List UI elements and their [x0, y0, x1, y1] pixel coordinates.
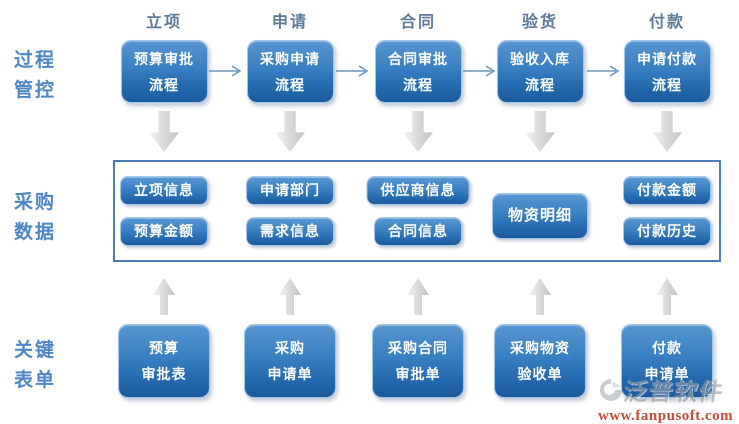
- column-goods-inspection: 验货 验收入库 流程 物资明细 采购物资 验收单: [484, 0, 596, 424]
- data-chip: 需求信息: [246, 217, 334, 246]
- row-label-process-control: 过程 管控: [14, 46, 78, 106]
- data-band-border: [113, 160, 721, 262]
- flow-arrow-icon: [587, 65, 620, 77]
- down-arrow-icon: [275, 111, 305, 152]
- data-chip: 付款金额: [623, 176, 711, 205]
- up-arrow-icon: [407, 278, 429, 315]
- column-project-initiation: 立项 预算审批 流程 立项信息 预算金额 预算 审批表: [108, 0, 220, 424]
- column-contract: 合同 合同审批 流程 供应商信息 合同信息 采购合同 审批单: [362, 0, 474, 424]
- form-box: 采购 申请单: [244, 324, 336, 398]
- watermark: 泛普软件 www.fanpusoft.com: [598, 372, 738, 424]
- data-chip: 预算金额: [120, 217, 208, 246]
- column-payment: 付款 申请付款 流程 付款金额 付款历史 付款 申请单: [611, 0, 723, 424]
- data-chip: 供应商信息: [366, 176, 470, 205]
- down-arrow-icon: [652, 111, 682, 152]
- brand-logo-icon: [600, 378, 622, 401]
- brand-name: 泛普软件: [621, 379, 726, 406]
- column-header: 付款: [648, 14, 685, 31]
- down-arrow-icon: [525, 111, 555, 152]
- process-box: 采购申请 流程: [246, 40, 334, 103]
- row-label-line: 管控: [14, 80, 57, 101]
- column-header: 验货: [521, 14, 558, 31]
- data-chip: 立项信息: [120, 176, 208, 205]
- column-header: 立项: [145, 14, 182, 31]
- up-arrow-icon: [529, 278, 551, 315]
- flow-arrow-icon: [463, 65, 496, 77]
- process-box: 预算审批 流程: [120, 40, 208, 103]
- flow-arrow-icon: [209, 65, 242, 77]
- row-label-line: 关键: [14, 340, 57, 361]
- flow-arrow-icon: [336, 65, 369, 77]
- column-header: 申请: [271, 14, 308, 31]
- form-box: 预算 审批表: [118, 324, 210, 398]
- row-label-line: 采购: [14, 192, 57, 213]
- column-purchase-request: 申请 采购申请 流程 申请部门 需求信息 采购 申请单: [234, 0, 346, 424]
- form-box: 采购物资 验收单: [494, 324, 586, 398]
- row-label-line: 数据: [14, 222, 57, 243]
- data-chip: 付款历史: [623, 217, 711, 246]
- data-chip: 申请部门: [246, 176, 334, 205]
- process-box: 合同审批 流程: [374, 40, 462, 103]
- row-label-key-forms: 关键 表单: [14, 336, 78, 396]
- down-arrow-icon: [149, 111, 179, 152]
- form-box: 付款 申请单: [621, 324, 713, 398]
- down-arrow-icon: [403, 111, 433, 152]
- process-box: 验收入库 流程: [496, 40, 584, 103]
- brand-url: www.fanpusoft.com: [598, 408, 734, 424]
- data-chip: 合同信息: [374, 217, 462, 246]
- form-box: 采购合同 审批单: [372, 324, 464, 398]
- up-arrow-icon: [279, 278, 301, 315]
- up-arrow-icon: [656, 278, 678, 315]
- column-header: 合同: [399, 14, 436, 31]
- process-box: 申请付款 流程: [623, 40, 711, 103]
- up-arrow-icon: [153, 278, 175, 315]
- row-label-line: 过程: [14, 50, 57, 71]
- data-chip: 物资明细: [491, 193, 589, 239]
- row-label-procurement-data: 采购 数据: [14, 188, 78, 248]
- row-label-line: 表单: [14, 370, 57, 391]
